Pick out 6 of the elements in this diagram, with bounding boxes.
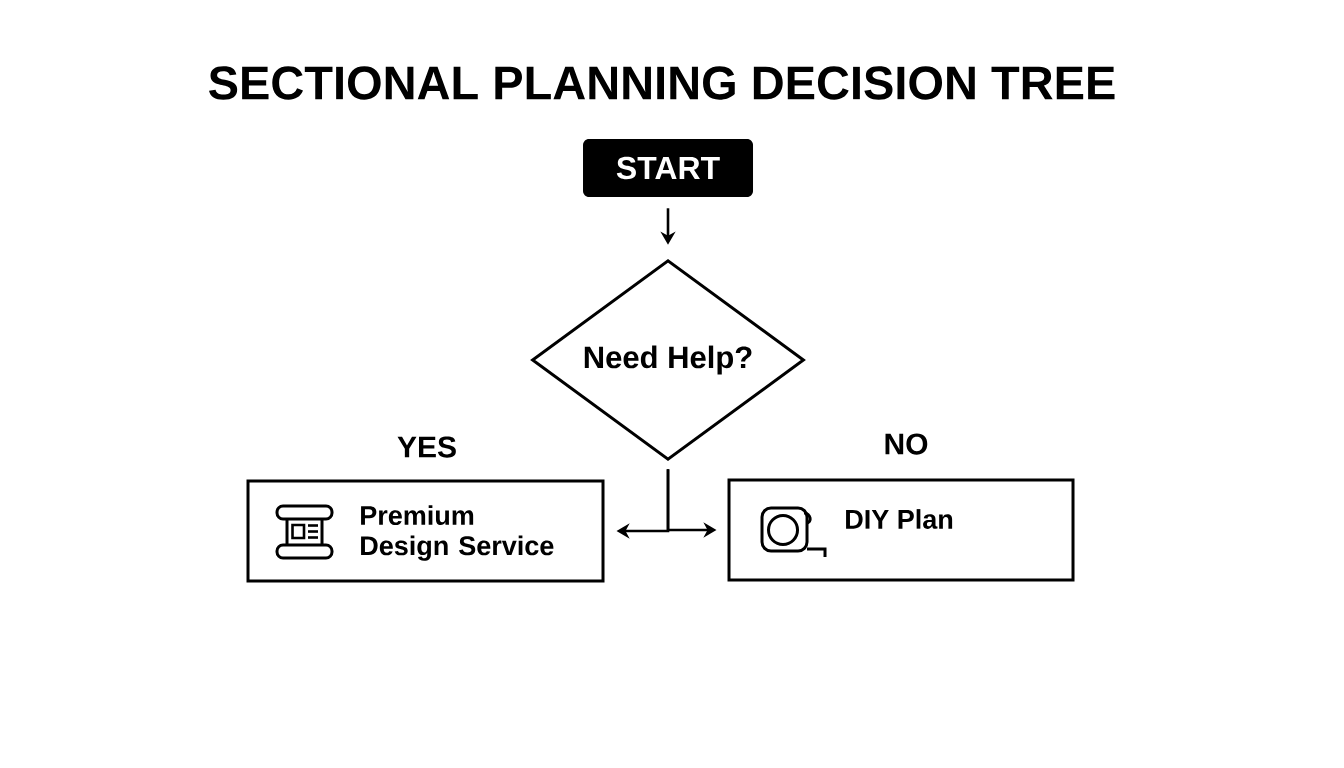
branch-label: YES (397, 436, 456, 458)
process-box: DIY Plan (727, 478, 1075, 582)
process-box: Premium Design Service (246, 479, 605, 583)
title: SECTIONAL PLANNING DECISION TREE (209, 66, 1115, 100)
branch-label: NO (885, 433, 928, 455)
start-box: START (583, 139, 753, 197)
